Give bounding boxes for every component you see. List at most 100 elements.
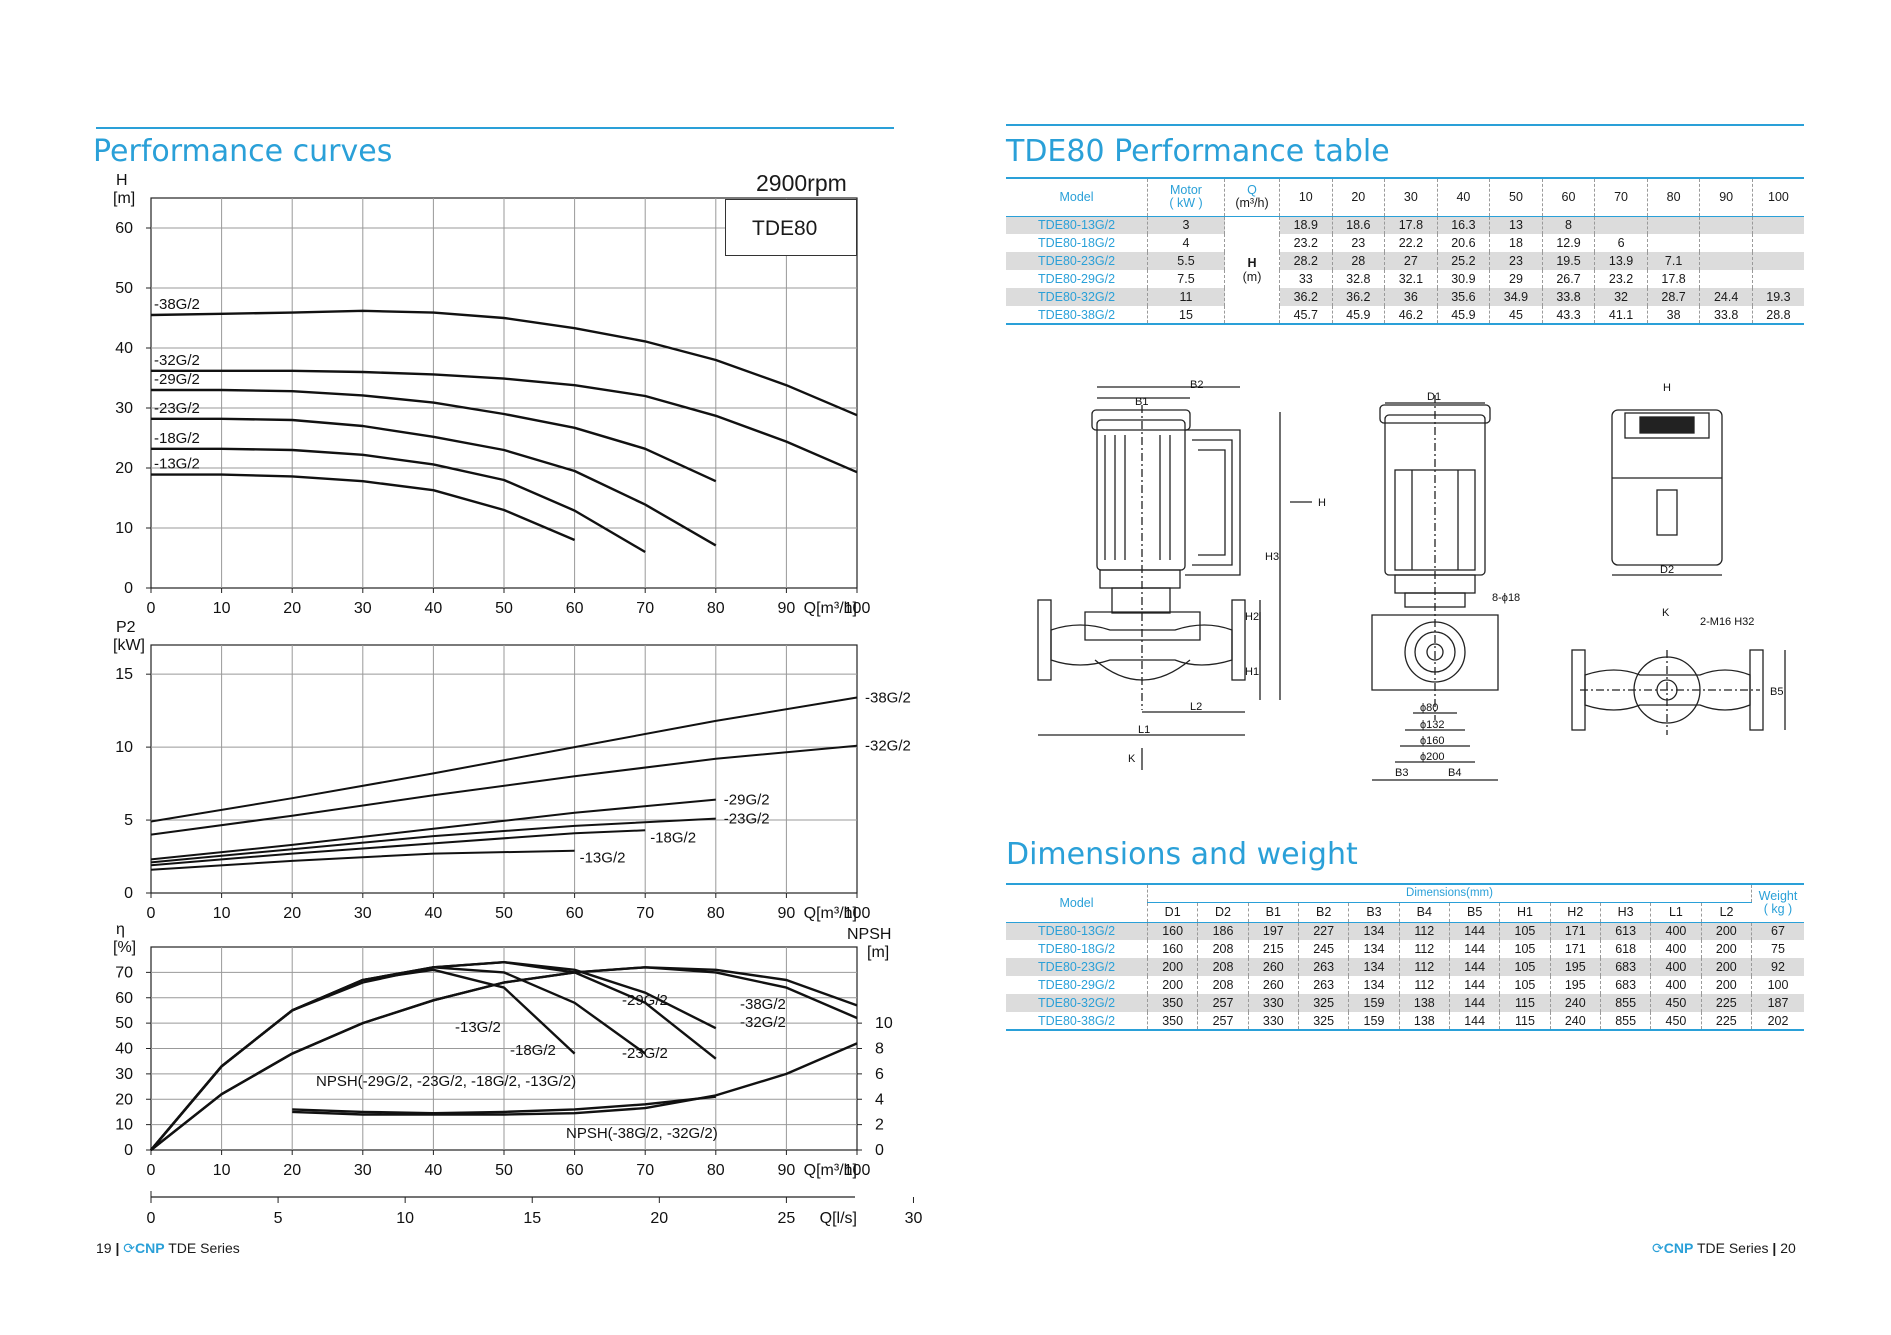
- dim-value: 112: [1399, 958, 1450, 976]
- dim-model-cell: TDE80-18G/2: [1006, 940, 1148, 958]
- speed-label: 2900rpm: [756, 170, 847, 196]
- perf-h-value: 22.2: [1384, 234, 1438, 252]
- x-tick-label: 20: [283, 1162, 301, 1179]
- series-line: [150, 744, 858, 836]
- dim-value: 400: [1650, 958, 1702, 976]
- perf-h-value: 28: [1332, 252, 1386, 270]
- perf-h-value: 27: [1384, 252, 1438, 270]
- y-tick-label: 10: [115, 1117, 133, 1134]
- dim-value: 350: [1147, 994, 1199, 1012]
- dim-value: 618: [1600, 940, 1652, 958]
- dim-value: 112: [1399, 976, 1450, 994]
- x-tick-label: 100: [844, 905, 871, 922]
- dim-model-cell: TDE80-13G/2: [1006, 922, 1148, 940]
- series-label: -13G/2: [455, 1019, 501, 1036]
- x2-tick-label: 0: [147, 1210, 156, 1227]
- series-line: [150, 309, 858, 417]
- series-line: [150, 798, 716, 861]
- dim-model-cell: TDE80-38G/2: [1006, 1012, 1148, 1030]
- x-tick-label: 40: [425, 905, 443, 922]
- y-axis-label: P2: [116, 619, 136, 636]
- dim-col-d2: D2: [1197, 902, 1249, 923]
- perf-h-value: 13.9: [1594, 252, 1648, 270]
- series-line: [151, 473, 576, 542]
- y-tick-label: 30: [115, 1066, 133, 1083]
- x-tick-label: 0: [147, 600, 156, 617]
- performance-curves-title: Performance curves: [93, 134, 393, 169]
- label-b5: B5: [1770, 686, 1783, 698]
- perf-h-value: 32: [1594, 288, 1648, 306]
- label-bolt: 2-M16 H32: [1700, 616, 1754, 628]
- series-label: -23G/2: [154, 400, 200, 417]
- x-tick-label: 100: [844, 600, 871, 617]
- series-label: -38G/2: [154, 296, 200, 313]
- label-d1: D1: [1427, 391, 1441, 403]
- dim-value: 257: [1197, 994, 1249, 1012]
- dim-value: 197: [1248, 922, 1299, 940]
- perf-h-value: 30.9: [1437, 270, 1491, 288]
- dim-value: 138: [1399, 994, 1450, 1012]
- perf-h-value: 25.2: [1437, 252, 1491, 270]
- label-k-top: K: [1662, 607, 1670, 619]
- perf-h-value: [1647, 216, 1701, 234]
- perf-h-value: 45.7: [1279, 306, 1333, 324]
- dim-weight-cell: 202: [1767, 1013, 1789, 1028]
- dim-col-weight: Weight( kg ): [1751, 884, 1804, 923]
- y-tick-label: 15: [115, 666, 133, 683]
- perf-col-q-2: 30: [1384, 178, 1438, 217]
- left-page-number: 19: [96, 1240, 112, 1256]
- x-tick-label: 60: [566, 905, 584, 922]
- perf-h-value: 45: [1489, 306, 1543, 324]
- perf-h-value: 36: [1384, 288, 1438, 306]
- dim-value: 350: [1147, 1012, 1199, 1030]
- series-label: TDE Series: [168, 1240, 240, 1256]
- y-axis-label: H: [116, 172, 128, 189]
- x2-tick-label: 25: [778, 1210, 796, 1227]
- y-axis-label: η: [116, 921, 125, 938]
- label-b3: B3: [1395, 767, 1408, 779]
- y2-tick-label: 6: [875, 1066, 884, 1083]
- perf-h-value: 28.2: [1279, 252, 1333, 270]
- dim-value: 450: [1650, 994, 1702, 1012]
- x-tick-label: 40: [425, 1162, 443, 1179]
- perf-h-value: 36.2: [1332, 288, 1386, 306]
- dim-value: 683: [1600, 976, 1652, 994]
- perf-col-model: Model: [1006, 178, 1148, 217]
- label-d2: D2: [1660, 564, 1674, 576]
- dim-value: 215: [1248, 940, 1299, 958]
- dim-col-dimensions: Dimensions(mm): [1147, 884, 1752, 903]
- series-label: -29G/2: [154, 371, 200, 388]
- perf-h-value: 45.9: [1437, 306, 1491, 324]
- perf-motor-cell: 11: [1147, 288, 1225, 306]
- dim-col-h3: H3: [1600, 902, 1652, 923]
- x-tick-label: 0: [147, 905, 156, 922]
- x-tick-label: 70: [636, 600, 654, 617]
- x-tick-label: 80: [707, 1162, 725, 1179]
- dim-value: 325: [1298, 994, 1350, 1012]
- series-label: -32G/2: [154, 352, 200, 369]
- dim-col-b5: B5: [1449, 902, 1501, 923]
- x2-tick-label: 5: [274, 1210, 283, 1227]
- dim-value: 208: [1197, 958, 1249, 976]
- perf-h-value: 33.8: [1542, 288, 1596, 306]
- perf-h-value: 18: [1489, 234, 1543, 252]
- dim-value: 400: [1650, 922, 1702, 940]
- dim-value: 105: [1499, 976, 1551, 994]
- x2-tick-label: 30: [905, 1210, 923, 1227]
- h-label: H: [1247, 255, 1257, 270]
- dim-value: 613: [1600, 922, 1652, 940]
- perf-h-value: 35.6: [1437, 288, 1491, 306]
- x-tick-label: 100: [844, 1162, 871, 1179]
- series-label: NPSH(-38G/2, -32G/2): [566, 1125, 718, 1142]
- dim-model-cell: TDE80-29G/2: [1006, 976, 1148, 994]
- perf-model-cell: TDE80-29G/2: [1006, 270, 1148, 288]
- right-footer: ⟳CNP TDE Series | 20: [1652, 1240, 1796, 1256]
- x-tick-label: 60: [566, 1162, 584, 1179]
- perf-h-value: [1752, 216, 1804, 234]
- dim-value: 195: [1550, 958, 1601, 976]
- dim-value: 855: [1600, 994, 1652, 1012]
- dim-value: 400: [1650, 940, 1702, 958]
